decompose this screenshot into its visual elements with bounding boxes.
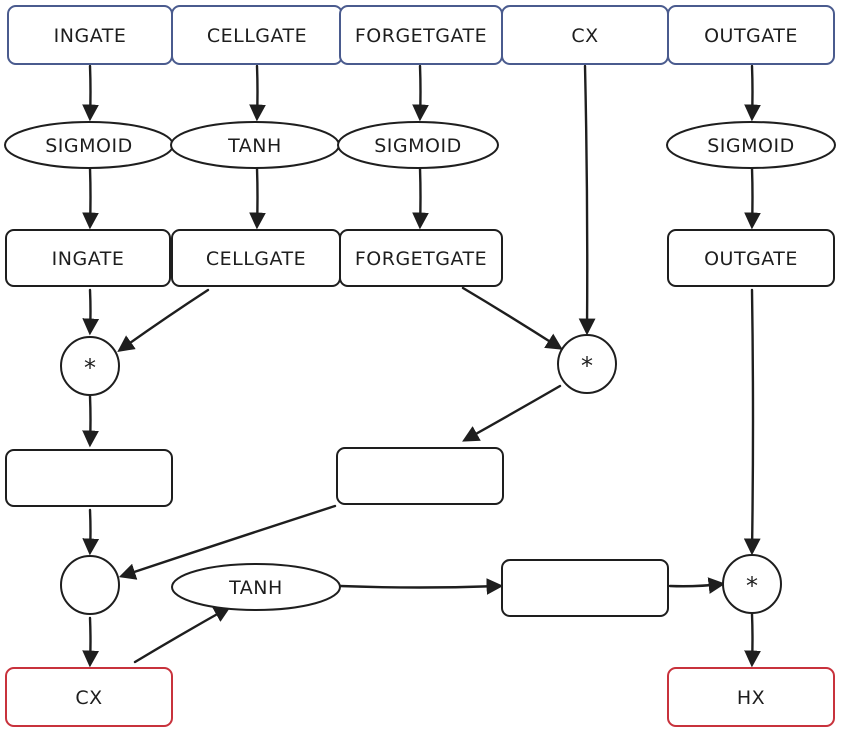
edge-mul-to-box-right bbox=[462, 384, 562, 442]
multiply-out-symbol: * bbox=[746, 572, 758, 600]
edge-cellgate-to-tanh bbox=[249, 64, 266, 122]
activated-ingate-node: INGATE bbox=[5, 229, 171, 287]
edge-cellgate-to-mul bbox=[117, 288, 210, 352]
edge-box-left-to-add bbox=[82, 508, 100, 556]
edge-sigmoid-to-forgetgate bbox=[412, 166, 429, 230]
activated-forgetgate-node: FORGETGATE bbox=[339, 229, 503, 287]
activated-outgate-label: OUTGATE bbox=[704, 248, 798, 270]
input-outgate-node: OUTGATE bbox=[667, 5, 835, 65]
edge-forgetgate-to-mul bbox=[461, 286, 563, 350]
input-ingate-label: INGATE bbox=[54, 25, 127, 47]
sigmoid-forgetgate-node: SIGMOID bbox=[337, 121, 499, 169]
activated-forgetgate-label: FORGETGATE bbox=[355, 248, 487, 270]
sigmoid-ingate-node: SIGMOID bbox=[4, 121, 174, 169]
edge-add-to-cx bbox=[82, 616, 100, 668]
sigmoid-forgetgate-label: SIGMOID bbox=[374, 135, 461, 157]
multiply-in-cell-node: * bbox=[60, 336, 120, 396]
sigmoid-ingate-label: SIGMOID bbox=[45, 135, 132, 157]
edge-sigmoid-to-outgate bbox=[744, 166, 761, 230]
edge-forgetgate-to-sigmoid bbox=[412, 64, 429, 122]
edges bbox=[82, 64, 761, 668]
tanh-cx-node: TANH bbox=[171, 563, 341, 611]
input-forgetgate-label: FORGETGATE bbox=[355, 25, 487, 47]
edge-outgate-to-sigmoid bbox=[744, 64, 761, 122]
intermediate-box-tanh-output bbox=[501, 559, 669, 617]
input-cx-node: CX bbox=[501, 5, 669, 65]
multiply-forget-cx-symbol: * bbox=[581, 352, 593, 380]
sigmoid-outgate-node: SIGMOID bbox=[666, 121, 836, 169]
edge-box-right-to-add bbox=[118, 504, 337, 580]
input-cellgate-label: CELLGATE bbox=[207, 25, 307, 47]
input-cx-label: CX bbox=[571, 25, 598, 47]
edge-outgate-to-mul-out bbox=[743, 288, 761, 556]
edge-tanh-to-cellgate bbox=[249, 166, 266, 230]
edge-tanh-to-box bbox=[338, 578, 504, 595]
edge-mul-to-box-left bbox=[82, 394, 99, 448]
intermediate-box-left bbox=[5, 449, 173, 507]
sigmoid-outgate-label: SIGMOID bbox=[707, 135, 794, 157]
intermediate-box-right bbox=[336, 447, 504, 505]
tanh-cellgate-label: TANH bbox=[227, 135, 282, 157]
edge-cx-to-tanh bbox=[133, 606, 231, 664]
input-forgetgate-node: FORGETGATE bbox=[339, 5, 503, 65]
input-cellgate-node: CELLGATE bbox=[171, 5, 343, 65]
activated-cellgate-node: CELLGATE bbox=[171, 229, 341, 287]
multiply-in-cell-symbol: * bbox=[84, 354, 96, 382]
multiply-forget-cx-node: * bbox=[557, 334, 617, 394]
edge-ingate-to-sigmoid bbox=[82, 64, 99, 122]
activated-ingate-label: INGATE bbox=[52, 248, 125, 270]
input-outgate-label: OUTGATE bbox=[704, 25, 798, 47]
edge-sigmoid-to-ingate bbox=[82, 166, 99, 230]
output-hx-node: HX bbox=[667, 667, 835, 727]
multiply-out-node: * bbox=[722, 554, 782, 614]
activated-cellgate-label: CELLGATE bbox=[206, 248, 306, 270]
edge-ingate-to-mul bbox=[82, 288, 100, 336]
tanh-cx-label: TANH bbox=[228, 577, 283, 599]
edge-box-to-mul-out bbox=[668, 577, 726, 594]
activated-outgate-node: OUTGATE bbox=[667, 229, 835, 287]
output-cx-label: CX bbox=[75, 687, 102, 709]
input-ingate-node: INGATE bbox=[7, 5, 173, 65]
tanh-cellgate-node: TANH bbox=[170, 121, 340, 169]
edge-cx-to-mul bbox=[578, 64, 596, 336]
output-cx-node: CX bbox=[5, 667, 173, 727]
add-node bbox=[60, 555, 120, 615]
edge-mul-out-to-hx bbox=[744, 612, 761, 668]
output-hx-label: HX bbox=[737, 687, 765, 709]
